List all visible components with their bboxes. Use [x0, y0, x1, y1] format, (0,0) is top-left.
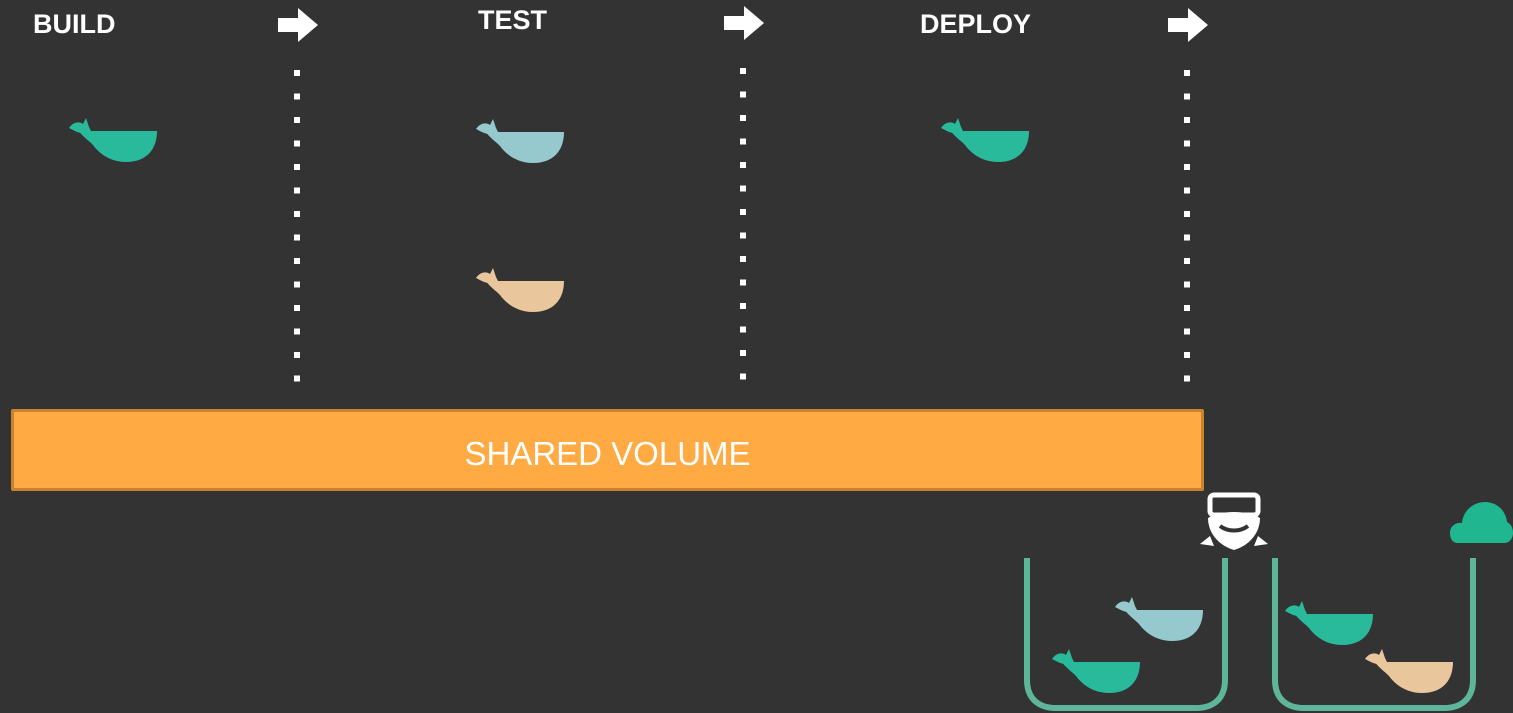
- registry-badge-icon: [1198, 492, 1270, 554]
- shared-volume: SHARED VOLUME: [11, 409, 1204, 491]
- whale-icon: [476, 113, 564, 163]
- whale-icon: [1365, 643, 1453, 693]
- environment-bucket: [1270, 558, 1478, 713]
- stage-title-test: TEST: [478, 5, 548, 35]
- stage-separator: [293, 70, 301, 392]
- whale-icon: [941, 112, 1029, 162]
- whale-icon: [476, 262, 564, 312]
- stage-title-build: BUILD: [33, 9, 116, 39]
- whale-icon: [69, 112, 157, 162]
- stage-separator: [739, 68, 747, 390]
- cloud-icon: [1450, 500, 1513, 543]
- arrow-right-icon: [278, 8, 318, 42]
- whale-icon: [1285, 595, 1373, 645]
- whale-icon: [1115, 591, 1203, 641]
- environment-bucket: [1022, 558, 1230, 713]
- arrow-right-icon: [724, 6, 764, 40]
- arrow-right-icon: [1168, 8, 1208, 42]
- whale-icon: [1052, 643, 1140, 693]
- stage-separator: [1183, 70, 1191, 392]
- shared-volume-label: SHARED VOLUME: [464, 435, 751, 472]
- stage-title-deploy: DEPLOY: [920, 9, 1032, 39]
